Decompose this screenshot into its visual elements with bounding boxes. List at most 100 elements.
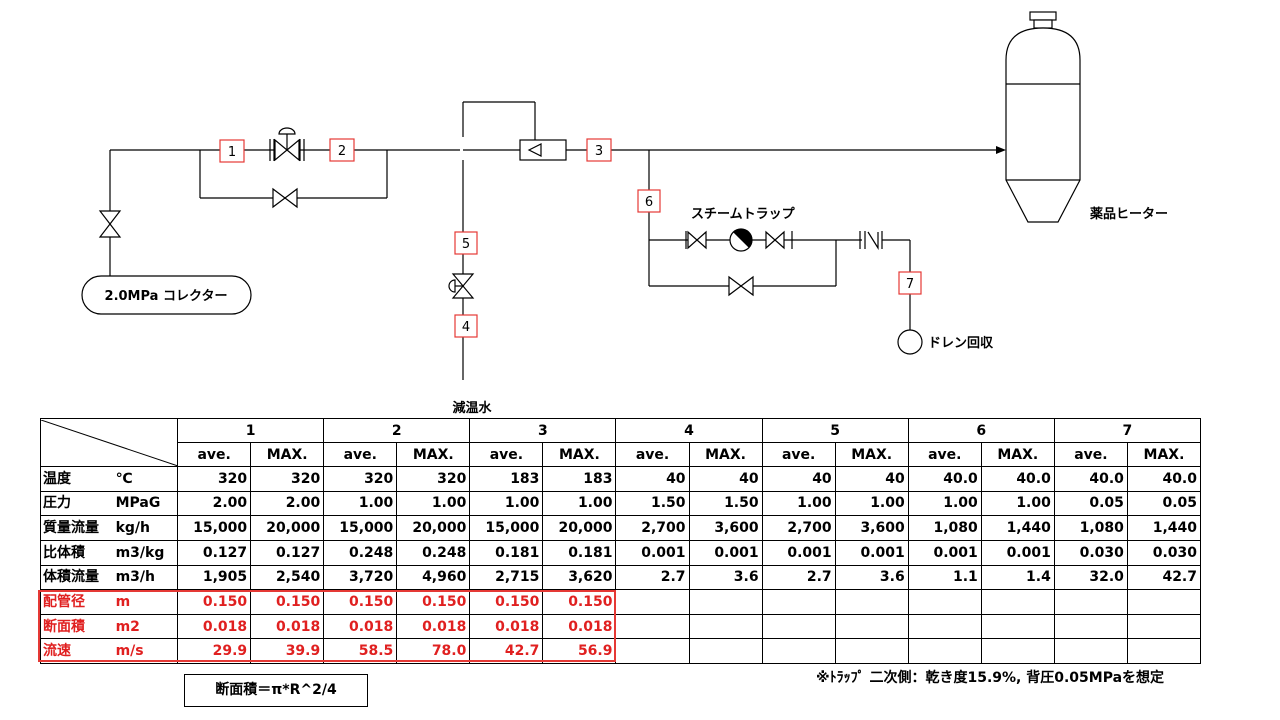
table-cell: 3,620 <box>542 564 617 591</box>
table-cell: 0.030 <box>1126 539 1202 566</box>
point-4: 4 <box>454 314 478 338</box>
table-cell: 1.00 <box>907 490 982 517</box>
svg-text:2: 2 <box>338 144 346 159</box>
row-label: 圧力 <box>39 490 114 517</box>
table-cell: 0.001 <box>980 539 1055 566</box>
table-cell: 2.7 <box>761 564 836 591</box>
table-cell: 1.00 <box>761 490 836 517</box>
table-cell <box>834 638 909 664</box>
drain-recovery-icon <box>897 329 923 355</box>
subheader-ave: ave. <box>323 442 398 467</box>
row-unit: m2 <box>113 613 179 640</box>
table-cell: 320 <box>250 466 325 492</box>
row-unit: m3/h <box>113 564 179 591</box>
table-cell <box>1126 638 1202 664</box>
table-cell: 2,715 <box>469 564 544 591</box>
table-cell: 15,000 <box>323 515 398 541</box>
point-6: 6 <box>637 189 661 213</box>
flow-arrow-icon <box>996 146 1006 154</box>
point-2: 2 <box>329 138 355 162</box>
table-cell: 40.0 <box>980 466 1055 492</box>
subheader-ave: ave. <box>469 442 544 467</box>
table-cell: 1.00 <box>396 490 471 517</box>
subheader-ave: ave. <box>177 442 252 467</box>
table-cell: 0.150 <box>542 589 617 615</box>
table-cell: 0.150 <box>396 589 471 615</box>
table-cell: 0.030 <box>1053 539 1128 566</box>
bypass-valve-icon <box>272 187 298 209</box>
process-flow-diagram: 2.0MPa コレクター 減温水 <box>81 11 1168 416</box>
table-cell: 0.001 <box>761 539 836 566</box>
control-valve-icon <box>269 127 305 162</box>
table-cell: 0.018 <box>250 613 325 640</box>
table-cell: 0.127 <box>250 539 325 566</box>
table-cell: 4,960 <box>396 564 471 591</box>
table-cell: 1,080 <box>907 515 982 541</box>
table-cell: 1.1 <box>907 564 982 591</box>
properties-table: 1 2 3 4 5 6 7 ave.MAX.ave.MAX.ave.MAX.av… <box>39 418 1202 664</box>
subheader-max: MAX. <box>1126 442 1202 467</box>
table-cell: 0.181 <box>542 539 617 566</box>
header-point-4: 4 <box>615 418 763 443</box>
header-point-3: 3 <box>469 418 617 443</box>
table-cell <box>1053 613 1128 640</box>
table-cell <box>907 613 982 640</box>
drain-label: ドレン回収 <box>928 336 994 351</box>
table-cell: 1.4 <box>980 564 1055 591</box>
table-cell: 1.00 <box>542 490 617 517</box>
subheader-max: MAX. <box>542 442 617 467</box>
table-cell: 29.9 <box>177 638 252 664</box>
table-cell: 0.05 <box>1126 490 1202 517</box>
table-cell: 40 <box>761 466 836 492</box>
header-row-sub: ave.MAX.ave.MAX.ave.MAX.ave.MAX.ave.MAX.… <box>41 442 1202 467</box>
table-cell: 1.00 <box>469 490 544 517</box>
point-3: 3 <box>586 138 612 162</box>
header-point-6: 6 <box>907 418 1055 443</box>
table-cell: 0.001 <box>615 539 690 566</box>
table-cell: 1,905 <box>177 564 252 591</box>
row-label: 体積流量 <box>39 564 114 591</box>
table-cell <box>688 613 763 640</box>
row-unit: m3/kg <box>113 539 179 566</box>
table-cell <box>980 613 1055 640</box>
table-cell <box>761 613 836 640</box>
table-cell: 0.018 <box>469 613 544 640</box>
table-corner <box>39 418 179 467</box>
table-cell <box>907 589 982 615</box>
water-control-valve-icon <box>448 273 475 299</box>
table-cell: 3.6 <box>834 564 909 591</box>
point-5: 5 <box>454 231 478 255</box>
table-cell: 1.00 <box>834 490 909 517</box>
table-cell: 183 <box>542 466 617 492</box>
table-cell: 1.00 <box>323 490 398 517</box>
table-cell: 3,720 <box>323 564 398 591</box>
table-cell: 0.248 <box>396 539 471 566</box>
collector-label: 2.0MPa コレクター <box>105 289 228 304</box>
table-cell: 58.5 <box>323 638 398 664</box>
table-cell <box>688 589 763 615</box>
row-unit: ℃ <box>113 466 179 492</box>
header-point-1: 1 <box>177 418 325 443</box>
table-cell: 32.0 <box>1053 564 1128 591</box>
table-cell: 3.6 <box>688 564 763 591</box>
table-cell <box>1053 638 1128 664</box>
water-label: 減温水 <box>452 400 492 416</box>
table-cell: 0.018 <box>396 613 471 640</box>
table-cell: 0.018 <box>542 613 617 640</box>
table-cell <box>1126 613 1202 640</box>
table-cell <box>1053 589 1128 615</box>
table-cell <box>615 589 690 615</box>
table-cell: 0.150 <box>250 589 325 615</box>
table-cell: 20,000 <box>396 515 471 541</box>
header-point-7: 7 <box>1053 418 1202 443</box>
svg-text:7: 7 <box>906 277 914 292</box>
subheader-max: MAX. <box>688 442 763 467</box>
table-cell: 0.150 <box>469 589 544 615</box>
trap-outlet-valve-icon <box>765 230 793 250</box>
table-cell: 2,540 <box>250 564 325 591</box>
subheader-ave: ave. <box>761 442 836 467</box>
